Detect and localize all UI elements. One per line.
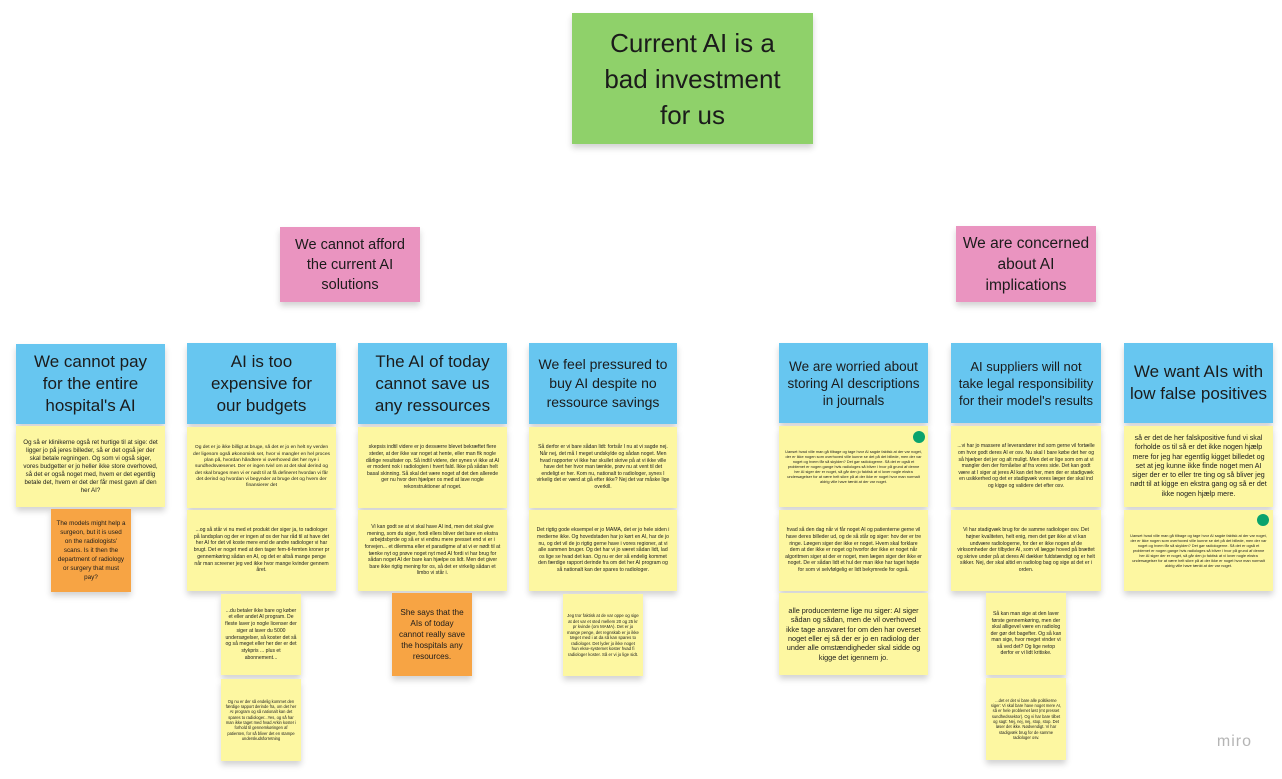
theme-label: We are concerned about AI implications (962, 234, 1090, 294)
quote-note[interactable]: Så derfor er vi bare sådan lidt: fortsår… (529, 427, 677, 508)
insight-text: The models might help a surgeon, but it … (56, 520, 126, 581)
quote-note[interactable]: Og det er jo ikke billigt at bruge, så d… (187, 427, 336, 508)
quote-note[interactable]: hvad så den dag når vi får noget AI og p… (779, 510, 928, 591)
header-label: We are worried about storing AI descript… (787, 358, 920, 408)
header-note-pressured[interactable]: We feel pressured to buy AI despite no r… (529, 343, 677, 424)
quote-text: ...det er det vi bare alle politikerne s… (990, 697, 1062, 740)
quote-text: Vi kan godt se at vi skal have AI ind, m… (364, 524, 501, 577)
quote-note[interactable]: så er det de her falskpositive fund vi s… (1124, 426, 1273, 507)
quote-note[interactable]: Og så er klinikerne også ret hurtige til… (16, 426, 165, 507)
comment-marker-icon[interactable] (913, 431, 925, 443)
quote-note[interactable]: ...det er det vi bare alle politikerne s… (986, 678, 1066, 760)
quote-note[interactable]: Vi har stadigvæk brug for de samme radio… (951, 510, 1101, 591)
header-note-legal-responsibility[interactable]: AI suppliers will not take legal respons… (951, 343, 1101, 423)
header-note-cannot-pay[interactable]: We cannot pay for the entire hospital's … (16, 344, 165, 424)
header-label: The AI of today cannot save us any resso… (374, 351, 491, 415)
quote-text: ...du betaler ikke bare og køber et elle… (225, 607, 297, 661)
quote-text: Og så er klinikerne også ret hurtige til… (23, 438, 158, 494)
quote-text: ...og så står vi nu med et produkt der s… (193, 527, 330, 574)
theme-note-afford[interactable]: We cannot afford the current AI solution… (280, 227, 420, 302)
header-note-storing-journals[interactable]: We are worried about storing AI descript… (779, 343, 928, 423)
header-label: We want AIs with low false positives (1130, 362, 1268, 403)
board-title: Current AI is a bad investment for us (604, 27, 781, 130)
quote-text: så er det de her falskpositive fund vi s… (1130, 434, 1267, 498)
header-note-cannot-save[interactable]: The AI of today cannot save us any resso… (358, 343, 507, 424)
board-title-note[interactable]: Current AI is a bad investment for us (572, 13, 813, 144)
header-note-too-expensive[interactable]: AI is too expensive for our budgets (187, 343, 336, 424)
quote-note[interactable]: skepsis indtil videre er jo desværre ble… (358, 427, 507, 508)
quote-text: Vi har stadigvæk brug for de samme radio… (957, 527, 1095, 573)
quote-note[interactable]: Uanset hvad ville man gå tilbage og tage… (779, 426, 928, 507)
quote-text: ...vi har jo massere af leverandører ind… (957, 443, 1095, 489)
quote-note[interactable]: alle producenterne lige nu siger: AI sig… (779, 593, 928, 675)
header-note-low-false-positives[interactable]: We want AIs with low false positives (1124, 343, 1273, 423)
miro-logo: miro (1216, 733, 1252, 750)
quote-text: Så derfor er vi bare sådan lidt: fortsår… (536, 444, 670, 490)
quote-note[interactable]: Jeg tror faktisk at de var oppe og sige … (563, 594, 643, 676)
quote-text: Uanset hvad ville man gå tilbage og tage… (1130, 532, 1267, 569)
header-label: We cannot pay for the entire hospital's … (33, 352, 148, 415)
header-label: AI is too expensive for our budgets (210, 351, 313, 415)
header-label: AI suppliers will not take legal respons… (958, 358, 1094, 408)
quote-text: Og det er jo ikke billigt at bruge, så d… (193, 445, 330, 489)
quote-note[interactable]: ...du betaler ikke bare og køber et elle… (221, 594, 301, 675)
quote-text: Jeg tror faktisk at de var oppe og sige … (567, 613, 639, 657)
quote-text: alle producenterne lige nu siger: AI sig… (786, 605, 921, 662)
quote-text: Så kan man sige at den laver første genn… (990, 610, 1062, 657)
quote-note[interactable]: ...og så står vi nu med et produkt der s… (187, 510, 336, 591)
quote-note[interactable]: Uanset hvad ville man gå tilbage og tage… (1124, 510, 1273, 591)
quote-note[interactable]: Det rigtig gode eksempel er jo MAMA, det… (529, 510, 677, 591)
insight-note[interactable]: The models might help a surgeon, but it … (51, 509, 131, 592)
theme-label: We cannot afford the current AI solution… (295, 236, 405, 293)
quote-text: Og nu er der så endelig kommet den færdi… (225, 698, 297, 741)
quote-note[interactable]: ...vi har jo massere af leverandører ind… (951, 426, 1101, 507)
insight-text: She says that the AIs of today cannot re… (399, 608, 465, 661)
quote-note[interactable]: Så kan man sige at den laver første genn… (986, 593, 1066, 675)
quote-note[interactable]: Og nu er der så endelig kommet den færdi… (221, 679, 301, 761)
header-label: We feel pressured to buy AI despite no r… (538, 356, 668, 410)
quote-text: skepsis indtil videre er jo desværre ble… (365, 444, 500, 490)
quote-note[interactable]: Vi kan godt se at vi skal have AI ind, m… (358, 510, 507, 591)
insight-note[interactable]: She says that the AIs of today cannot re… (392, 593, 472, 676)
quote-text: hvad så den dag når vi får noget AI og p… (785, 527, 922, 573)
quote-text: Det rigtig gode eksempel er jo MAMA, det… (536, 527, 670, 573)
theme-note-concerned[interactable]: We are concerned about AI implications (956, 226, 1096, 302)
comment-marker-icon[interactable] (1257, 514, 1269, 526)
quote-text: Uanset hvad ville man gå tilbage og tage… (785, 448, 922, 485)
